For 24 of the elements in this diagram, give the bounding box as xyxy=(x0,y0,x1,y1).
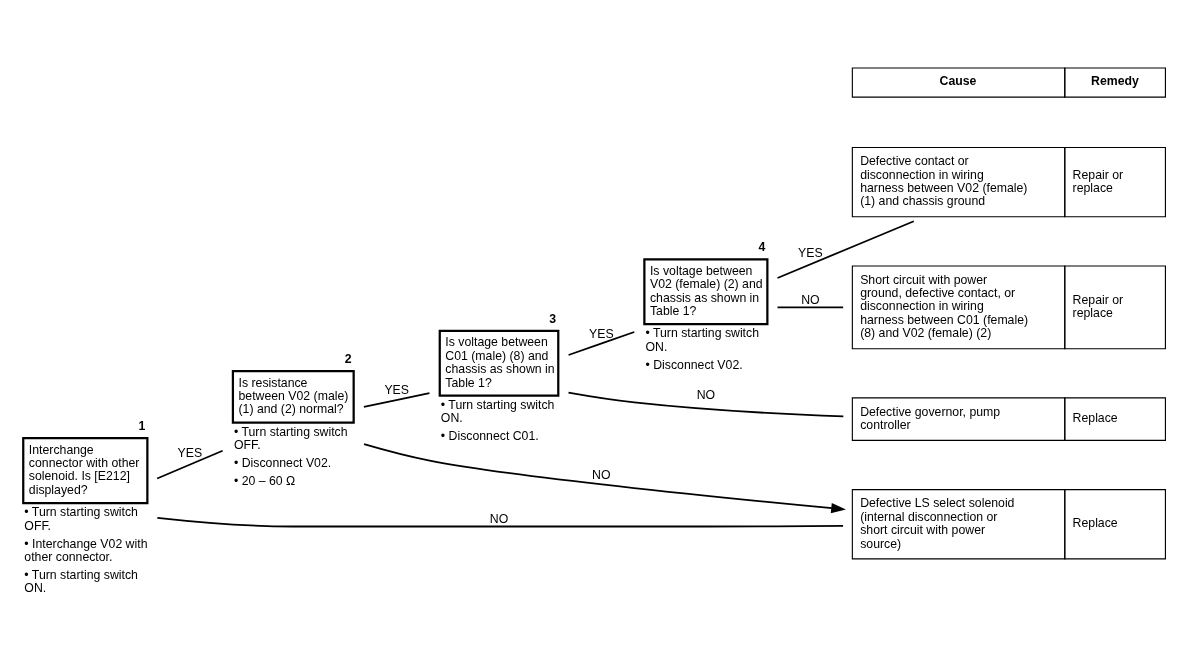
edge-label: YES xyxy=(798,245,823,260)
node-label: 2 xyxy=(344,352,352,367)
node-label: • Interchange V02 with other connector. xyxy=(24,536,148,564)
node-label: • Disconnect V02. xyxy=(645,357,743,372)
edge-label: YES xyxy=(177,445,203,460)
label: Cause xyxy=(939,73,977,88)
node-label: • Turn starting switch ON. xyxy=(24,567,138,596)
node-label: • Disconnect C01. xyxy=(440,429,539,444)
edge-label: NO xyxy=(696,387,716,402)
node-label: • Turn starting switch OFF. xyxy=(24,505,138,533)
edge-label: YES xyxy=(384,383,409,398)
node-label: • Disconnect V02. xyxy=(234,456,332,471)
edge-label: YES xyxy=(589,327,614,342)
edge-label: NO xyxy=(489,511,509,526)
node-label: • Turn starting switch OFF. xyxy=(234,424,348,453)
node-label: 1 xyxy=(138,419,146,434)
node-label: 4 xyxy=(758,240,766,255)
node-label: 3 xyxy=(549,311,557,326)
edge-label: NO xyxy=(801,292,820,307)
label: Remedy xyxy=(1091,73,1139,88)
node-label: • 20 – 60 Ω xyxy=(234,473,296,488)
edge-label: NO xyxy=(592,468,611,483)
node-label: • Turn starting switch ON. xyxy=(440,397,555,426)
node-label: • Turn starting switch ON. xyxy=(645,326,760,354)
